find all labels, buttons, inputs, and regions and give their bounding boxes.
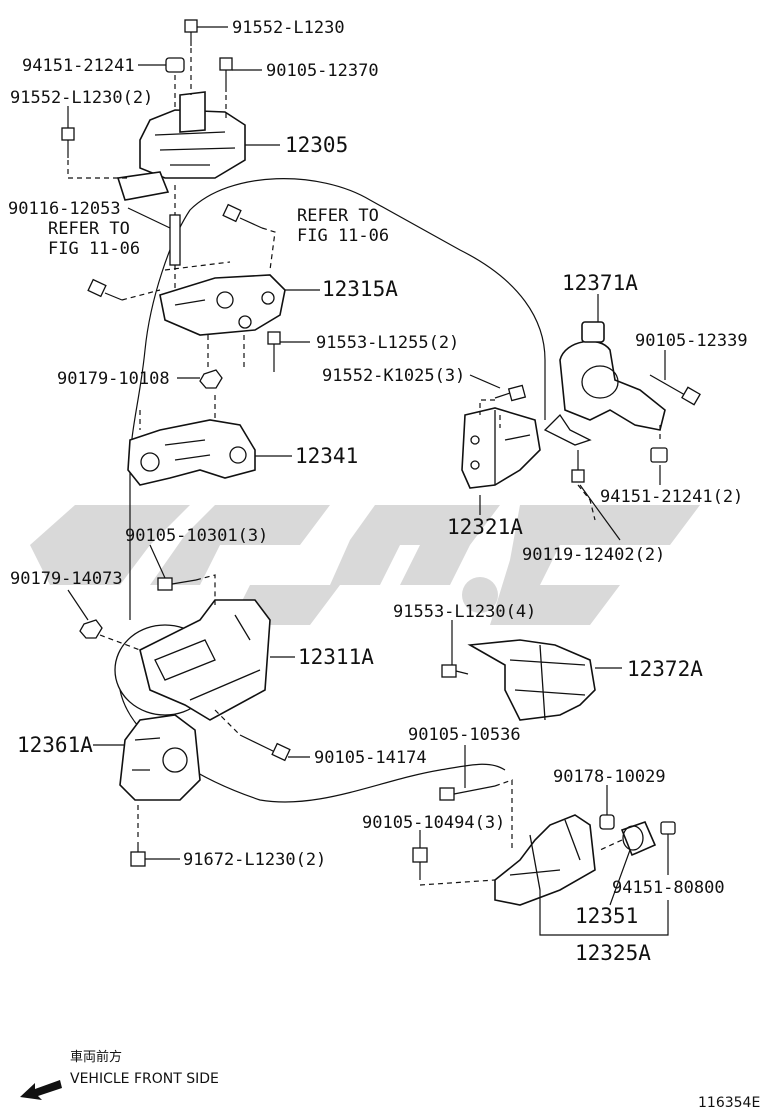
- label-90179-10108: 90179-10108: [57, 369, 170, 389]
- label-90105-12339: 90105-12339: [635, 331, 748, 351]
- bolt-refer-fig-11-06-b: [87, 278, 123, 301]
- label-90178-10029: 90178-10029: [553, 767, 666, 787]
- engine-outline: [119, 178, 546, 803]
- bracket-12321A: [461, 407, 541, 489]
- label-12351: 12351: [575, 904, 638, 928]
- watermark: [30, 505, 700, 625]
- direction-arrow-icon: [20, 1080, 62, 1100]
- label-fig-11-06-b: FIG 11-06: [48, 239, 140, 259]
- footer-jp-direction: 車両前方: [70, 1049, 122, 1065]
- bolt-90105-12339: [649, 374, 701, 406]
- stud-90116-12053: [169, 214, 181, 266]
- label-94151-80800: 94151-80800: [612, 878, 725, 898]
- label-refer-to-b: REFER TO: [48, 219, 130, 239]
- label-91552-L1230-2: 91552-L1230(2): [10, 88, 153, 108]
- bracket-12311A: [114, 599, 271, 721]
- label-12372A: 12372A: [627, 657, 703, 681]
- label-91553-L1255: 91553-L1255(2): [316, 333, 459, 353]
- label-12371A: 12371A: [562, 271, 638, 295]
- nut-94151-21241-top: [165, 57, 185, 73]
- label-90105-14174: 90105-14174: [314, 748, 427, 768]
- bolt-90105-12370: [219, 57, 233, 92]
- mount-12372A: [467, 639, 596, 721]
- bushing-12351: [620, 821, 657, 857]
- label-90105-10494: 90105-10494(3): [362, 813, 505, 833]
- label-fig-11-06-a: FIG 11-06: [297, 226, 389, 246]
- bolt-90105-10536: [439, 785, 496, 801]
- nut-90179-14073: [79, 619, 103, 639]
- label-91553-L1230: 91553-L1230(4): [393, 602, 536, 622]
- bracket-12341: [127, 419, 256, 486]
- bolt-91553-L1230: [441, 664, 469, 678]
- label-94151-21241-top: 94151-21241: [22, 56, 135, 76]
- bracket-12325A: [494, 814, 596, 906]
- mount-12361A: [119, 714, 201, 801]
- bolt-90105-14174: [239, 734, 291, 762]
- bolt-refer-fig-11-06-a: [222, 203, 263, 229]
- label-90105-12370: 90105-12370: [266, 61, 379, 81]
- label-12305: 12305: [285, 133, 348, 157]
- label-90116-12053: 90116-12053: [8, 199, 121, 219]
- label-91552-L1230-top: 91552-L1230: [232, 18, 345, 38]
- label-90105-10301: 90105-10301(3): [125, 526, 268, 546]
- label-94151-21241-2: 94151-21241(2): [600, 487, 743, 507]
- bolt-91552-L1230-2: [61, 127, 75, 158]
- label-90119-12402: 90119-12402(2): [522, 545, 665, 565]
- nut-94151-21241-2: [650, 447, 668, 463]
- label-90105-10536: 90105-10536: [408, 725, 521, 745]
- label-12321A: 12321A: [447, 515, 523, 539]
- label-12315A: 12315A: [322, 277, 398, 301]
- diagram-id: 116354E: [698, 1095, 760, 1111]
- mount-12371A: [543, 321, 666, 446]
- label-refer-to-a: REFER TO: [297, 206, 379, 226]
- label-12361A: 12361A: [17, 733, 93, 757]
- label-12341: 12341: [295, 444, 358, 468]
- bolt-90119-12402: [571, 450, 585, 483]
- footer-direction: VEHICLE FRONT SIDE: [70, 1071, 219, 1087]
- label-90179-14073: 90179-14073: [10, 569, 123, 589]
- nut-94151-80800: [660, 821, 676, 835]
- label-12311A: 12311A: [298, 645, 374, 669]
- bolt-91672-L1230: [130, 842, 146, 867]
- label-91672-L1230: 91672-L1230(2): [183, 850, 326, 870]
- nut-90178-10029: [599, 814, 615, 830]
- bolt-91552-K1025: [494, 384, 527, 402]
- bolt-90105-10494: [412, 847, 428, 880]
- label-12325A: 12325A: [575, 941, 651, 965]
- bracket-12315A: [159, 274, 286, 336]
- nut-90179-10108: [199, 369, 223, 389]
- leader-lines: [67, 26, 669, 936]
- bolt-91552-L1230-top: [184, 19, 198, 46]
- label-91552-K1025: 91552-K1025(3): [322, 366, 465, 386]
- bolt-91553-L1255: [267, 331, 281, 372]
- engine-mount-12305: [116, 91, 246, 201]
